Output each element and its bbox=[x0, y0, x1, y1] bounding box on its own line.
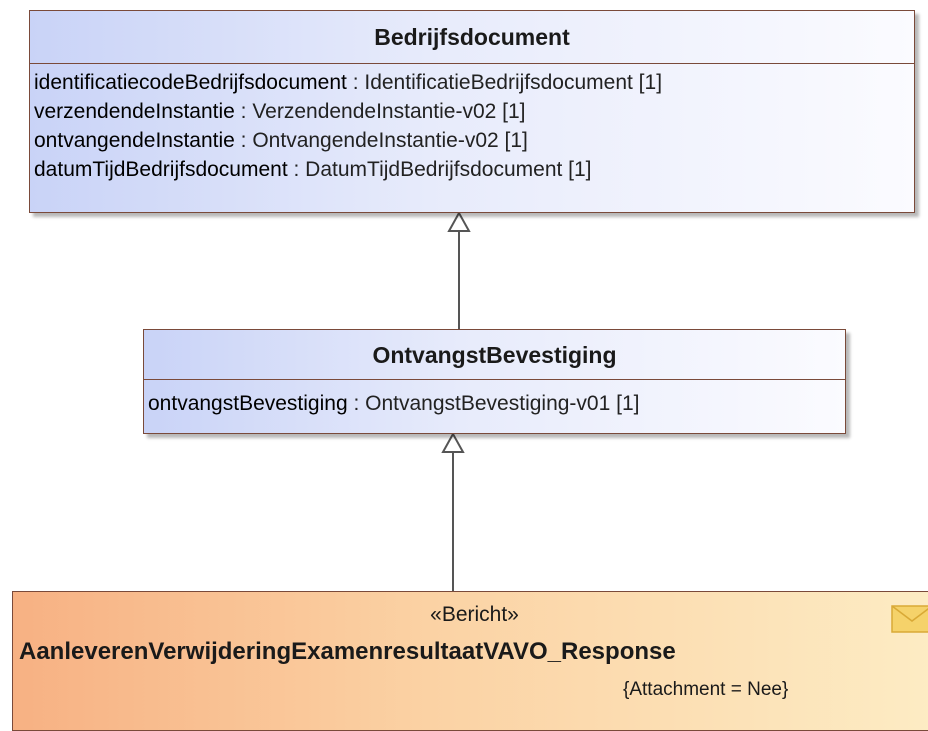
attribute-row[interactable]: verzendendeInstantie : VerzendendeInstan… bbox=[34, 100, 526, 123]
attribute-row[interactable]: ontvangendeInstantie : OntvangendeInstan… bbox=[34, 129, 528, 152]
generalization-arrowhead-1 bbox=[447, 210, 471, 232]
class-ontvangstbevestiging[interactable]: OntvangstBevestiging ontvangstBevestigin… bbox=[143, 329, 846, 434]
attribute-row[interactable]: datumTijdBedrijfsdocument : DatumTijdBed… bbox=[34, 158, 592, 181]
class-name: OntvangstBevestiging bbox=[144, 330, 845, 380]
generalization-arrowhead-2 bbox=[441, 431, 465, 453]
attribute-row[interactable]: ontvangstBevestiging : OntvangstBevestig… bbox=[148, 392, 640, 415]
class-name: AanleverenVerwijderingExamenresultaatVAV… bbox=[19, 638, 676, 665]
class-response-message[interactable]: «Bericht» AanleverenVerwijderingExamenre… bbox=[12, 591, 928, 731]
tagged-value: {Attachment = Nee} bbox=[623, 679, 789, 700]
attribute-compartment: identificatiecodeBedrijfsdocument : Iden… bbox=[30, 64, 914, 184]
stereotype-label: «Bericht» bbox=[430, 603, 519, 626]
attribute-row[interactable]: identificatiecodeBedrijfsdocument : Iden… bbox=[34, 71, 663, 94]
attribute-compartment: ontvangstBevestiging : OntvangstBevestig… bbox=[144, 380, 845, 418]
envelope-icon bbox=[891, 605, 928, 633]
class-name: Bedrijfsdocument bbox=[30, 11, 914, 64]
class-bedrijfsdocument[interactable]: Bedrijfsdocument identificatiecodeBedrij… bbox=[29, 10, 915, 213]
